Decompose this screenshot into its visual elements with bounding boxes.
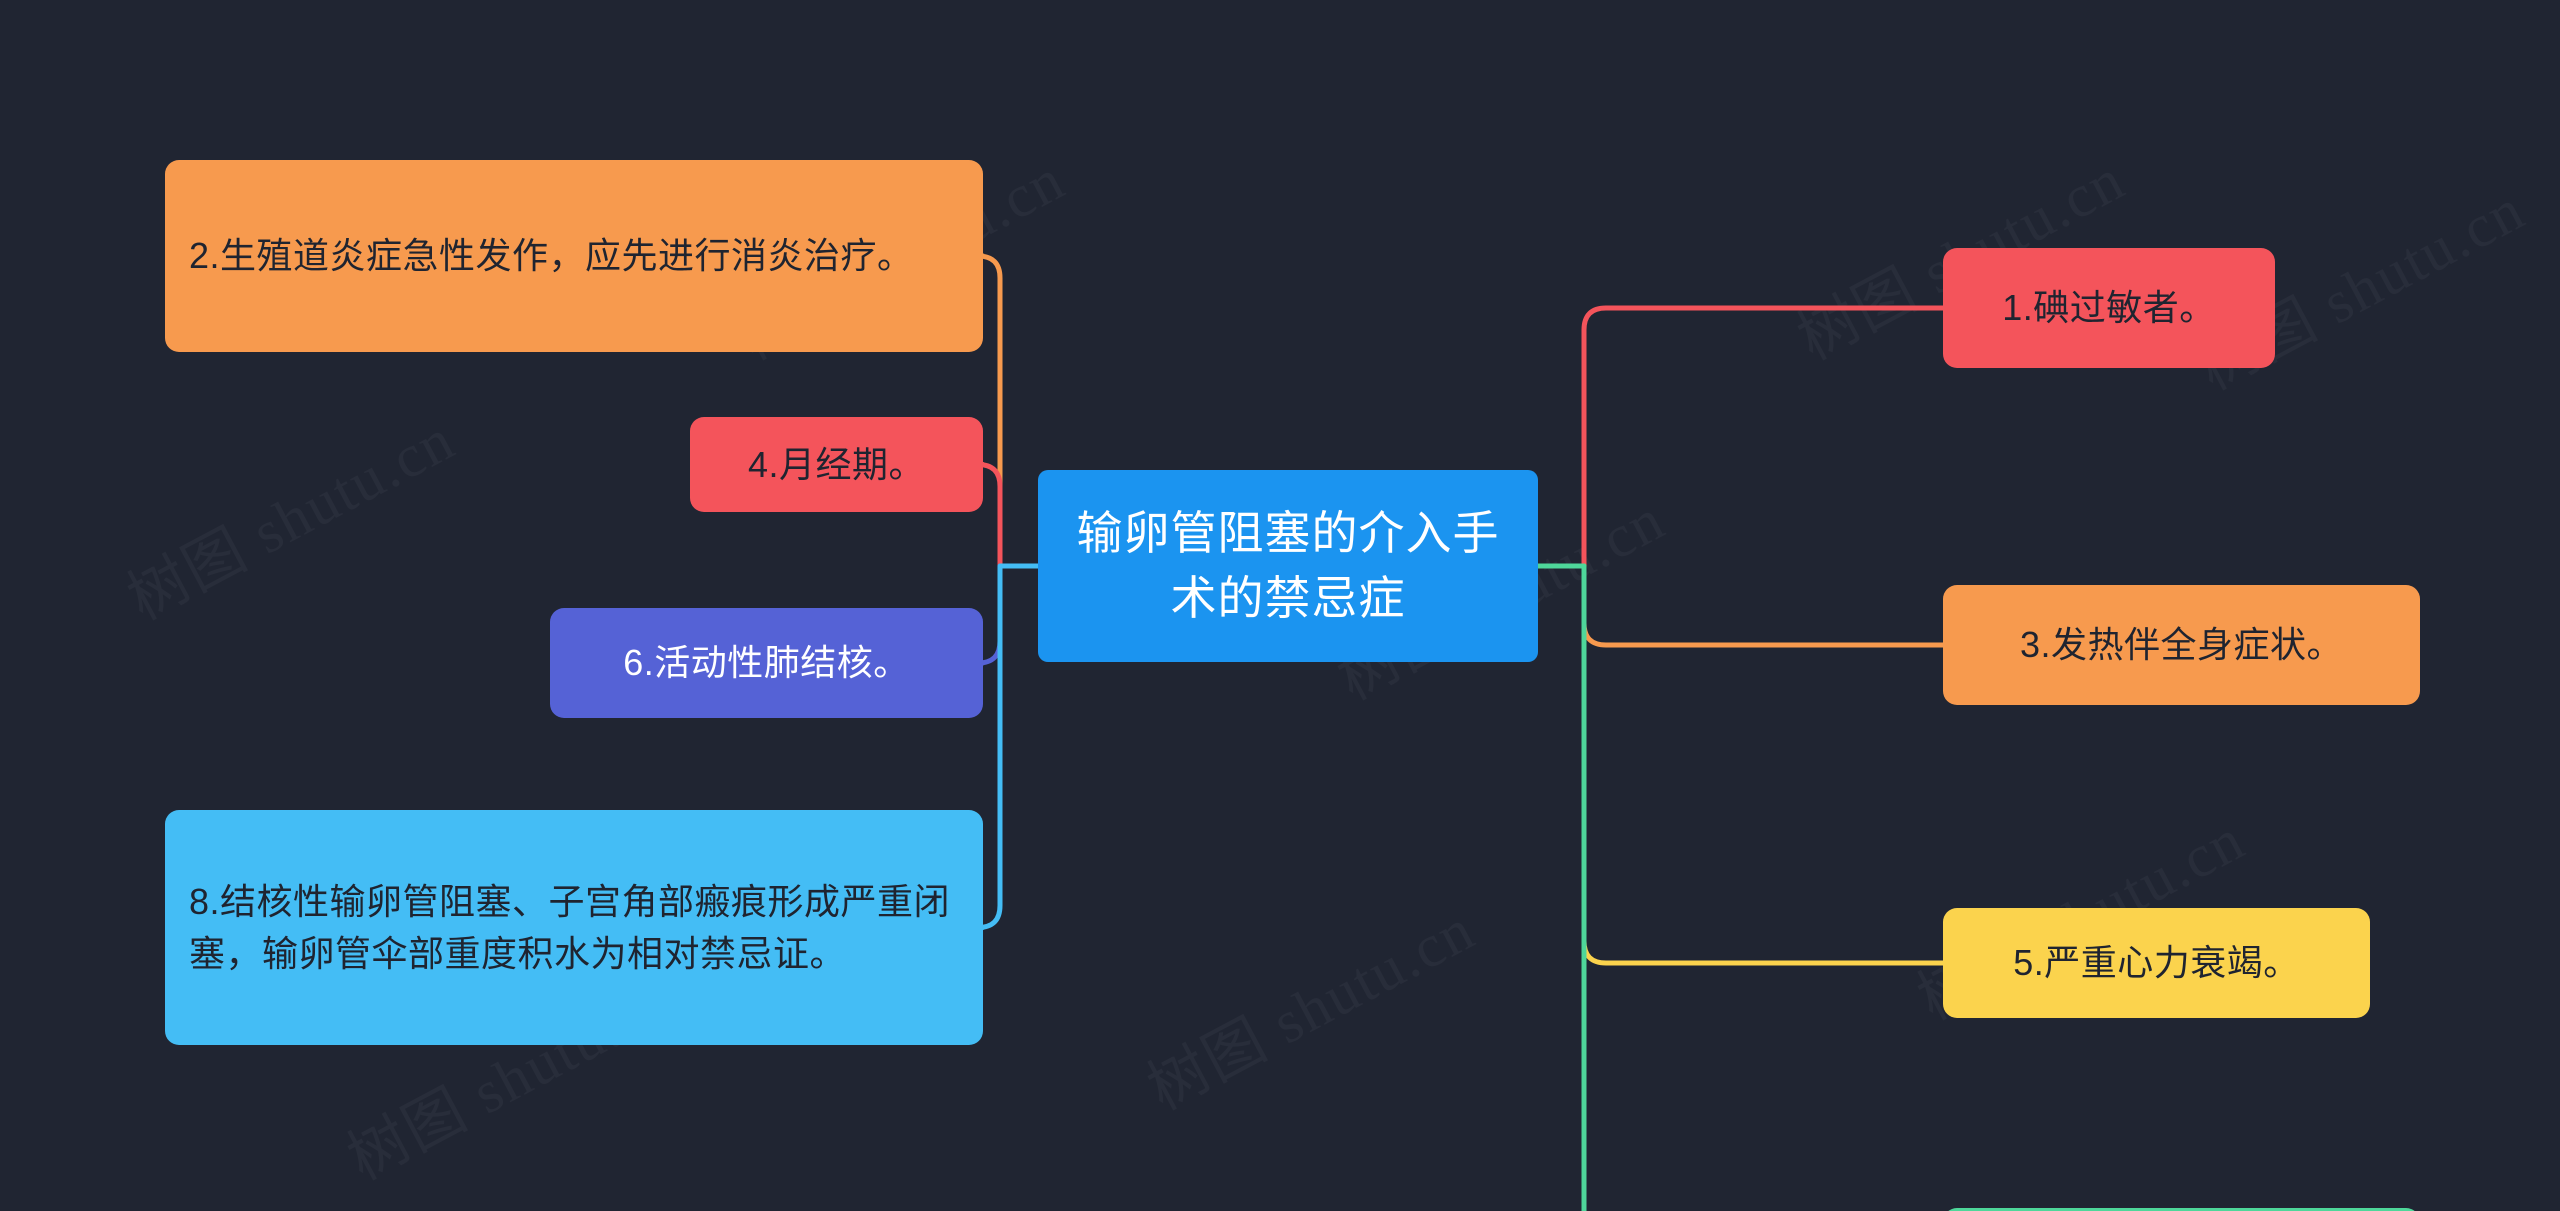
topic-node-n2[interactable]: 2.生殖道炎症急性发作，应先进行消炎治疗。	[165, 160, 983, 352]
mindmap-edge	[1535, 305, 1946, 569]
topic-node-label: 2.生殖道炎症急性发作，应先进行消炎治疗。	[189, 235, 914, 277]
mindmap-edge	[975, 563, 1041, 666]
root-node[interactable]: 输卵管阻塞的介入手术的禁忌症	[1038, 470, 1538, 662]
topic-node-n4[interactable]: 4.月经期。	[690, 417, 983, 512]
topic-node-label: 3.发热伴全身症状。	[2019, 624, 2344, 666]
mindmap-edge	[1535, 563, 1946, 966]
mindmap-edge	[1535, 563, 1946, 648]
topic-node-n6[interactable]: 6.活动性肺结核。	[550, 608, 983, 718]
mindmap-edge	[975, 563, 1041, 930]
watermark-text: 树图 shutu.cn	[1130, 882, 1488, 1127]
topic-node-label: 5.严重心力衰竭。	[2013, 942, 2300, 984]
mindmap-edge	[975, 462, 1041, 569]
topic-node-label: 8.结核性输卵管阻塞、子宫角部瘢痕形成严重闭塞，输卵管伞部重度积水为相对禁忌证。	[189, 881, 951, 974]
topic-node-n8[interactable]: 8.结核性输卵管阻塞、子宫角部瘢痕形成严重闭塞，输卵管伞部重度积水为相对禁忌证。	[165, 810, 983, 1045]
mindmap-edge	[975, 253, 1041, 569]
topic-node-n5[interactable]: 5.严重心力衰竭。	[1943, 908, 2370, 1018]
topic-node-label: 4.月经期。	[747, 443, 926, 485]
topic-node-n3[interactable]: 3.发热伴全身症状。	[1943, 585, 2420, 705]
root-node-label: 输卵管阻塞的介入手术的禁忌症	[1076, 506, 1500, 624]
topic-node-n7[interactable]: 7.输卵管结扎术后。	[1943, 1208, 2420, 1211]
topic-node-label: 1.碘过敏者。	[2002, 287, 2216, 329]
mindmap-edge	[1535, 563, 1587, 1211]
topic-node-n1[interactable]: 1.碘过敏者。	[1943, 248, 2275, 368]
topic-node-label: 6.活动性肺结核。	[623, 642, 910, 684]
watermark-text: 树图 shutu.cn	[110, 392, 468, 637]
